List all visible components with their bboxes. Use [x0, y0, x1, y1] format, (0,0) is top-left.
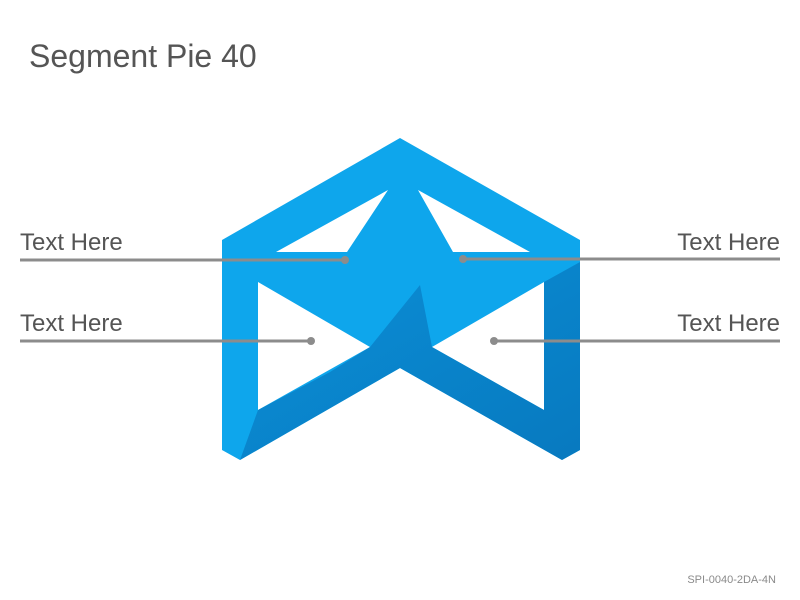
- slide-code: SPI-0040-2DA-4N: [687, 574, 776, 586]
- connector-top-right: [459, 255, 780, 263]
- connector-top-left: [20, 256, 349, 264]
- label-bottom-left: Text Here: [20, 310, 123, 337]
- shaded-segment: [240, 262, 580, 460]
- hexagon-shape: [222, 138, 580, 460]
- connector-bottom-right: [490, 337, 780, 345]
- page-title: Segment Pie 40: [29, 38, 257, 74]
- label-bottom-right: Text Here: [677, 310, 780, 337]
- connector-bottom-left: [20, 337, 315, 345]
- label-top-left: Text Here: [20, 229, 123, 256]
- label-top-right: Text Here: [677, 229, 780, 256]
